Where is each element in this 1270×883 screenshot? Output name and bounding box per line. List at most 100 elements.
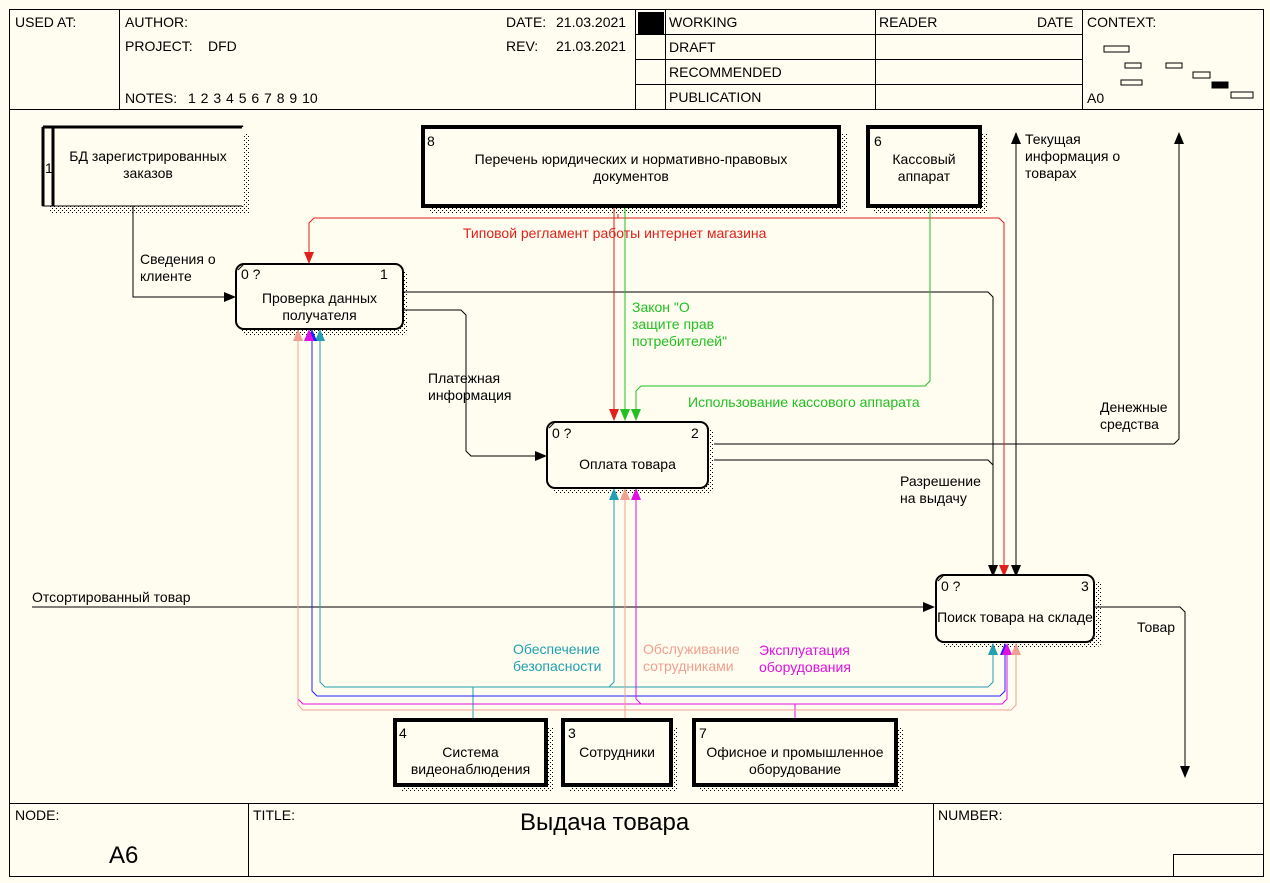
flow-money bbox=[714, 140, 1180, 445]
external-entity-1-number: 1 bbox=[45, 160, 53, 176]
date-label: DATE: bbox=[506, 14, 547, 30]
external-entity-4-number: 4 bbox=[399, 725, 407, 741]
label-current-info-line-1: Текущая bbox=[1025, 131, 1081, 147]
label-equipment-line-1: Эксплуатация bbox=[759, 642, 850, 658]
footer-title-cell bbox=[248, 803, 934, 877]
label-current-info-line-2: информация о bbox=[1025, 148, 1121, 164]
project-label: PROJECT: bbox=[125, 38, 193, 54]
external-entity-1-line-2: заказов bbox=[123, 165, 173, 181]
label-regulation: Типовой регламент работы интернет магази… bbox=[463, 225, 767, 241]
external-entity-8[interactable] bbox=[421, 125, 841, 208]
status-working: WORKING bbox=[669, 14, 738, 30]
title-label: TITLE: bbox=[253, 807, 296, 823]
label-client-info-line-2: клиенте bbox=[140, 268, 192, 284]
process-3-line-1: Поиск товара на складе bbox=[937, 609, 1093, 625]
process-1[interactable] bbox=[235, 263, 404, 330]
process-1-line-1: Проверка данных bbox=[261, 290, 378, 306]
label-payment-info: Платежная информация bbox=[428, 370, 511, 404]
label-law-line-2: защите прав bbox=[632, 316, 715, 332]
header-context-cell bbox=[1082, 9, 1264, 110]
process-3-label: Поиск товара на складе bbox=[932, 609, 1098, 626]
process-2[interactable] bbox=[546, 421, 709, 489]
label-money-line-2: средства bbox=[1100, 416, 1159, 432]
external-entity-8-line-2: документов bbox=[593, 168, 669, 184]
process-2-line-1: Оплата товара bbox=[579, 456, 676, 472]
external-entity-3[interactable] bbox=[561, 718, 673, 787]
notes-value: 1 2 3 4 5 6 7 8 9 10 bbox=[188, 90, 318, 106]
process-3[interactable] bbox=[935, 574, 1095, 643]
external-entity-6[interactable] bbox=[866, 125, 982, 208]
label-law: Закон "О защите прав потребителей" bbox=[632, 299, 727, 350]
label-cash-use: Использование кассового аппарата bbox=[688, 394, 920, 410]
external-entity-8-line-1: Перечень юридических и нормативно-правов… bbox=[474, 151, 788, 167]
label-money: Денежные средства bbox=[1100, 399, 1168, 433]
label-law-line-1: Закон "О bbox=[632, 299, 690, 315]
external-entity-6-label: Кассовый аппарат bbox=[870, 151, 978, 185]
label-client-info: Сведения о клиенте bbox=[140, 251, 216, 285]
process-3-cost: 0 ? bbox=[941, 578, 961, 594]
status-draft: DRAFT bbox=[669, 39, 716, 55]
flow-cash-use bbox=[635, 206, 931, 412]
flow-permission bbox=[714, 459, 994, 570]
label-security-line-2: безопасности bbox=[513, 658, 602, 674]
page-title: Выдача товара bbox=[520, 809, 690, 836]
label-money-line-1: Денежные bbox=[1100, 399, 1168, 415]
external-entity-3-label: Сотрудники bbox=[565, 744, 669, 761]
notes-label: NOTES: bbox=[125, 90, 178, 106]
node-value: A6 bbox=[109, 842, 139, 869]
flow-p1-to-p3 bbox=[404, 291, 994, 570]
context-label: CONTEXT: bbox=[1087, 14, 1157, 30]
project-value: DFD bbox=[208, 38, 237, 54]
external-entity-7[interactable] bbox=[692, 718, 898, 787]
status-divider-3 bbox=[635, 84, 1083, 85]
flow-regulation bbox=[308, 214, 619, 257]
label-permission-line-2: на выдачу bbox=[900, 490, 967, 506]
flow-security bbox=[319, 336, 474, 720]
context-node-label: A0 bbox=[1087, 90, 1105, 106]
label-security: Обеспечение безопасности bbox=[513, 641, 602, 675]
external-entity-1[interactable] bbox=[41, 125, 244, 207]
used-at-label: USED AT: bbox=[15, 14, 77, 30]
external-entity-4[interactable] bbox=[393, 718, 548, 787]
flow-arrows bbox=[32, 140, 1186, 770]
external-entity-6-line-1: Кассовый bbox=[892, 151, 956, 167]
footer-number-cell bbox=[933, 803, 1264, 877]
rev-value: 21.03.2021 bbox=[556, 38, 627, 54]
number-label: NUMBER: bbox=[938, 807, 1003, 823]
footer-node-cell bbox=[9, 803, 249, 877]
process-2-number: 2 bbox=[691, 425, 699, 441]
external-entity-4-line-2: видеонаблюдения bbox=[410, 761, 531, 777]
process-1-line-2: получателя bbox=[282, 307, 357, 323]
label-staff-service-line-1: Обслуживание bbox=[643, 641, 740, 657]
external-entity-3-number: 3 bbox=[568, 725, 576, 741]
label-security-line-1: Обеспечение bbox=[513, 641, 600, 657]
external-entity-3-line-1: Сотрудники bbox=[579, 744, 655, 760]
external-entity-1-line-1: БД зарегистрированных bbox=[69, 148, 227, 164]
author-label: AUTHOR: bbox=[125, 14, 188, 30]
node-label: NODE: bbox=[15, 807, 60, 823]
context-thumbnail bbox=[1103, 45, 1254, 99]
arrowheads bbox=[224, 132, 1190, 778]
reader-date-label: DATE bbox=[1037, 14, 1074, 30]
external-entity-7-label: Офисное и промышленное оборудование bbox=[696, 744, 894, 778]
label-client-info-line-1: Сведения о bbox=[140, 251, 216, 267]
rev-label: REV: bbox=[506, 38, 539, 54]
flow-client-info bbox=[132, 206, 229, 298]
status-divider-1 bbox=[635, 34, 1083, 35]
label-goods: Товар bbox=[1137, 619, 1176, 635]
label-law-line-3: потребителей" bbox=[632, 333, 728, 349]
flow-payment-info bbox=[404, 309, 540, 457]
status-divider-2 bbox=[635, 59, 1083, 60]
external-entity-7-line-1: Офисное и промышленное bbox=[706, 744, 884, 760]
footer-number-box bbox=[1173, 854, 1264, 877]
header-used-at-cell bbox=[9, 9, 120, 110]
label-sorted-goods: Отсортированный товар bbox=[32, 589, 191, 605]
date-value: 21.03.2021 bbox=[556, 14, 627, 30]
process-1-label: Проверка данных получателя bbox=[238, 290, 401, 324]
status-recommended: RECOMMENDED bbox=[669, 64, 782, 80]
process-2-label: Оплата товара bbox=[549, 456, 706, 473]
process-1-cost: 0 ? bbox=[241, 266, 261, 282]
status-publication: PUBLICATION bbox=[669, 89, 762, 105]
status-working-mark bbox=[638, 12, 664, 34]
